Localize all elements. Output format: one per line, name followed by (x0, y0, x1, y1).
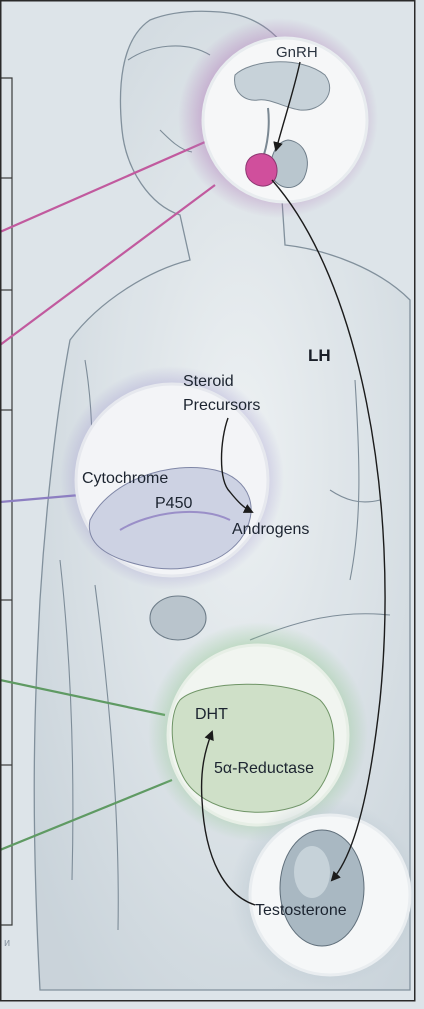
testosterone-label: Testosterone (255, 902, 347, 920)
cytochrome-label-line1: Cytochrome (82, 470, 168, 488)
steroid-precursors-label-line1: Steroid (183, 373, 234, 391)
lh-label: LH (308, 346, 331, 366)
androgens-label: Androgens (232, 521, 309, 539)
dht-label: DHT (195, 706, 228, 724)
cytochrome-label-line2: P450 (155, 495, 192, 513)
testis-inset (230, 798, 420, 988)
corner-mark: и (4, 937, 10, 949)
5a-reductase-label: 5α-Reductase (214, 760, 314, 778)
steroid-precursors-label-line2: Precursors (183, 397, 260, 415)
gnrh-label: GnRH (276, 44, 318, 61)
